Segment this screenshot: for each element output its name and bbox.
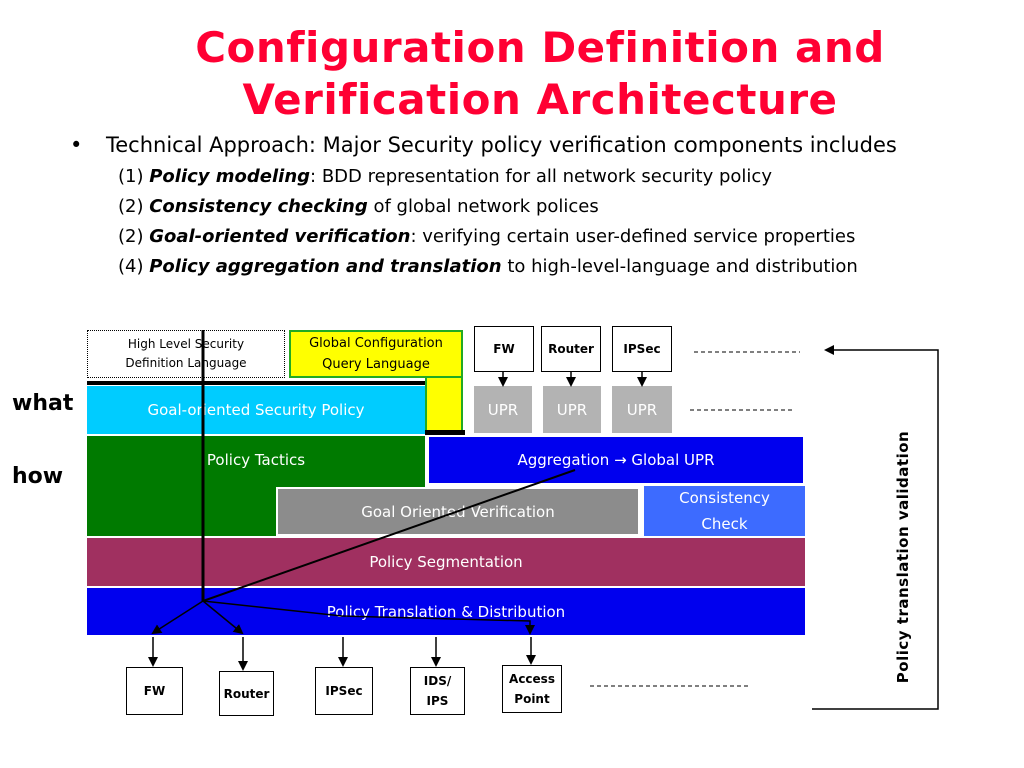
- what-label: what: [12, 391, 74, 416]
- consistency-line2: Check: [701, 515, 748, 533]
- bottom-device-label-line1: IDS/: [423, 674, 452, 688]
- policy-translation-distribution-layer: Policy Translation & Distribution: [87, 588, 805, 635]
- yellow-connector-block: [425, 378, 463, 432]
- item-description: : BDD representation for all network sec…: [310, 166, 772, 187]
- gc-query-line1: Global Configuration: [309, 336, 443, 351]
- upr-box-2: UPR: [543, 386, 601, 433]
- item-bold-term: Policy aggregation and translation: [149, 256, 502, 277]
- bottom-device-ipsec: IPSec: [315, 667, 373, 715]
- goal-oriented-security-policy-layer: Goal-oriented Security Policy: [87, 386, 425, 434]
- policy-segmentation-layer: Policy Segmentation: [87, 538, 805, 586]
- policy-tactics-label: Policy Tactics: [206, 451, 306, 469]
- validation-loop-arrow: [812, 345, 939, 710]
- global-configuration-query-box: Global Configuration Query Language: [289, 330, 463, 378]
- item-description: of global network polices: [367, 196, 599, 217]
- bullet-marker: •: [70, 133, 83, 157]
- bottom-device-access-point: Access Point: [502, 665, 562, 713]
- bottom-device-label-line1: Access: [509, 672, 555, 686]
- consistency-line1: Consistency: [679, 489, 770, 507]
- policy-translation-validation-label: Policy translation validation: [894, 430, 912, 684]
- item-bold-term: Consistency checking: [149, 196, 368, 217]
- bottom-device-router: Router: [219, 671, 274, 716]
- item-description: : verifying certain user-defined service…: [410, 226, 856, 247]
- bullet-text: Technical Approach: Major Security polic…: [106, 133, 897, 157]
- item-bold-term: Policy modeling: [149, 166, 311, 187]
- bottom-device-label: Router: [223, 686, 270, 701]
- top-device-ipsec: IPSec: [612, 326, 672, 372]
- black-divider-bar: [87, 381, 425, 385]
- component-item-3: (2) Goal-oriented verification: verifyin…: [118, 226, 855, 248]
- bottom-device-label: IPSec: [325, 684, 363, 698]
- item-number: (2): [118, 226, 150, 247]
- hl-language-line2: Definition Language: [125, 356, 247, 370]
- bottom-device-label: FW: [143, 684, 166, 698]
- upr-box-1: UPR: [474, 386, 532, 433]
- high-level-language-box: High Level Security Definition Language: [87, 330, 285, 378]
- hl-language-line1: High Level Security: [127, 337, 245, 351]
- component-item-4: (4) Policy aggregation and translation t…: [118, 256, 858, 278]
- how-label: how: [12, 464, 64, 489]
- item-number: (4): [118, 256, 150, 277]
- component-item-2: (2) Consistency checking of global netwo…: [118, 196, 599, 218]
- technical-approach-bullet: • Technical Approach: Major Security poli…: [70, 132, 897, 158]
- gc-query-line2: Query Language: [322, 357, 430, 372]
- bottom-device-label-line2: IPS: [426, 694, 449, 708]
- item-description: to high-level-language and distribution: [501, 256, 858, 277]
- item-bold-term: Goal-oriented verification: [149, 226, 411, 247]
- title-line-2: Verification Architecture: [242, 75, 838, 124]
- consistency-check-layer: Consistency Check: [644, 486, 805, 536]
- bottom-device-fw: FW: [126, 667, 183, 715]
- component-item-1: (1) Policy modeling: BDD representation …: [118, 166, 772, 188]
- top-device-fw: FW: [474, 326, 534, 372]
- title-line-1: Configuration Definition and: [195, 23, 885, 72]
- top-device-router: Router: [541, 326, 601, 372]
- bottom-device-ids-ips: IDS/ IPS: [410, 667, 465, 715]
- black-divider-bar-small: [425, 430, 465, 435]
- upr-box-3: UPR: [612, 386, 672, 433]
- bottom-device-label-line2: Point: [514, 692, 550, 706]
- page-title: Configuration Definition and Verificatio…: [130, 22, 950, 126]
- aggregation-layer: Aggregation → Global UPR: [429, 437, 803, 483]
- item-number: (2): [118, 196, 150, 217]
- goal-oriented-verification-layer: Goal Oriented Verification: [276, 487, 640, 536]
- item-number: (1): [118, 166, 150, 187]
